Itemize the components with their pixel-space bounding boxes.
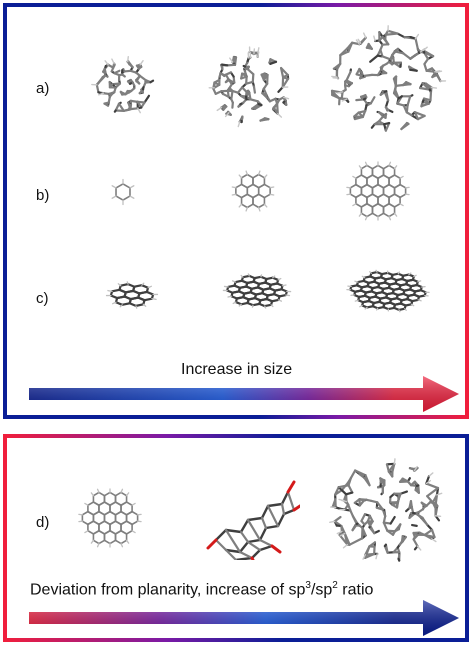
amorphous-cluster-d xyxy=(329,458,443,562)
panel-frame xyxy=(3,434,469,642)
caption-sup-2: 2 xyxy=(332,580,338,591)
row-label-a: a) xyxy=(36,80,50,97)
size-comparison-panel: a) b) c) Increase in size xyxy=(3,3,469,419)
tilted-flake-medium xyxy=(222,273,292,309)
tilted-flake-small xyxy=(105,281,159,309)
amorphous-cluster-medium xyxy=(208,46,290,128)
tilted-flake-large xyxy=(346,269,430,313)
graphene-flake-large xyxy=(346,161,410,221)
panel-frame xyxy=(3,3,469,419)
caption-suffix: ratio xyxy=(337,581,374,599)
amorphous-cluster-large xyxy=(330,25,447,132)
caption-middle: /sp xyxy=(310,581,333,599)
caption-sup-3: 3 xyxy=(305,580,311,591)
caption-prefix: Deviation from planarity, increase of sp xyxy=(30,581,306,599)
planarity-comparison-panel: d) Deviation from planarity, increase of… xyxy=(3,434,469,642)
row-label-d: d) xyxy=(36,514,50,531)
distorted-flake-with-oxygen xyxy=(206,480,300,560)
planarity-gradient-arrow xyxy=(29,600,459,636)
row-label-c: c) xyxy=(36,290,49,307)
planar-graphene-flake xyxy=(78,488,142,548)
planarity-arrow-caption: Deviation from planarity, increase of sp… xyxy=(30,580,373,599)
amorphous-cluster-small xyxy=(91,55,155,114)
size-gradient-arrow xyxy=(29,376,459,412)
size-arrow-caption: Increase in size xyxy=(181,361,293,378)
row-label-b: b) xyxy=(36,187,50,204)
graphene-flake-medium xyxy=(231,170,275,212)
graphene-flake-small xyxy=(111,178,135,206)
